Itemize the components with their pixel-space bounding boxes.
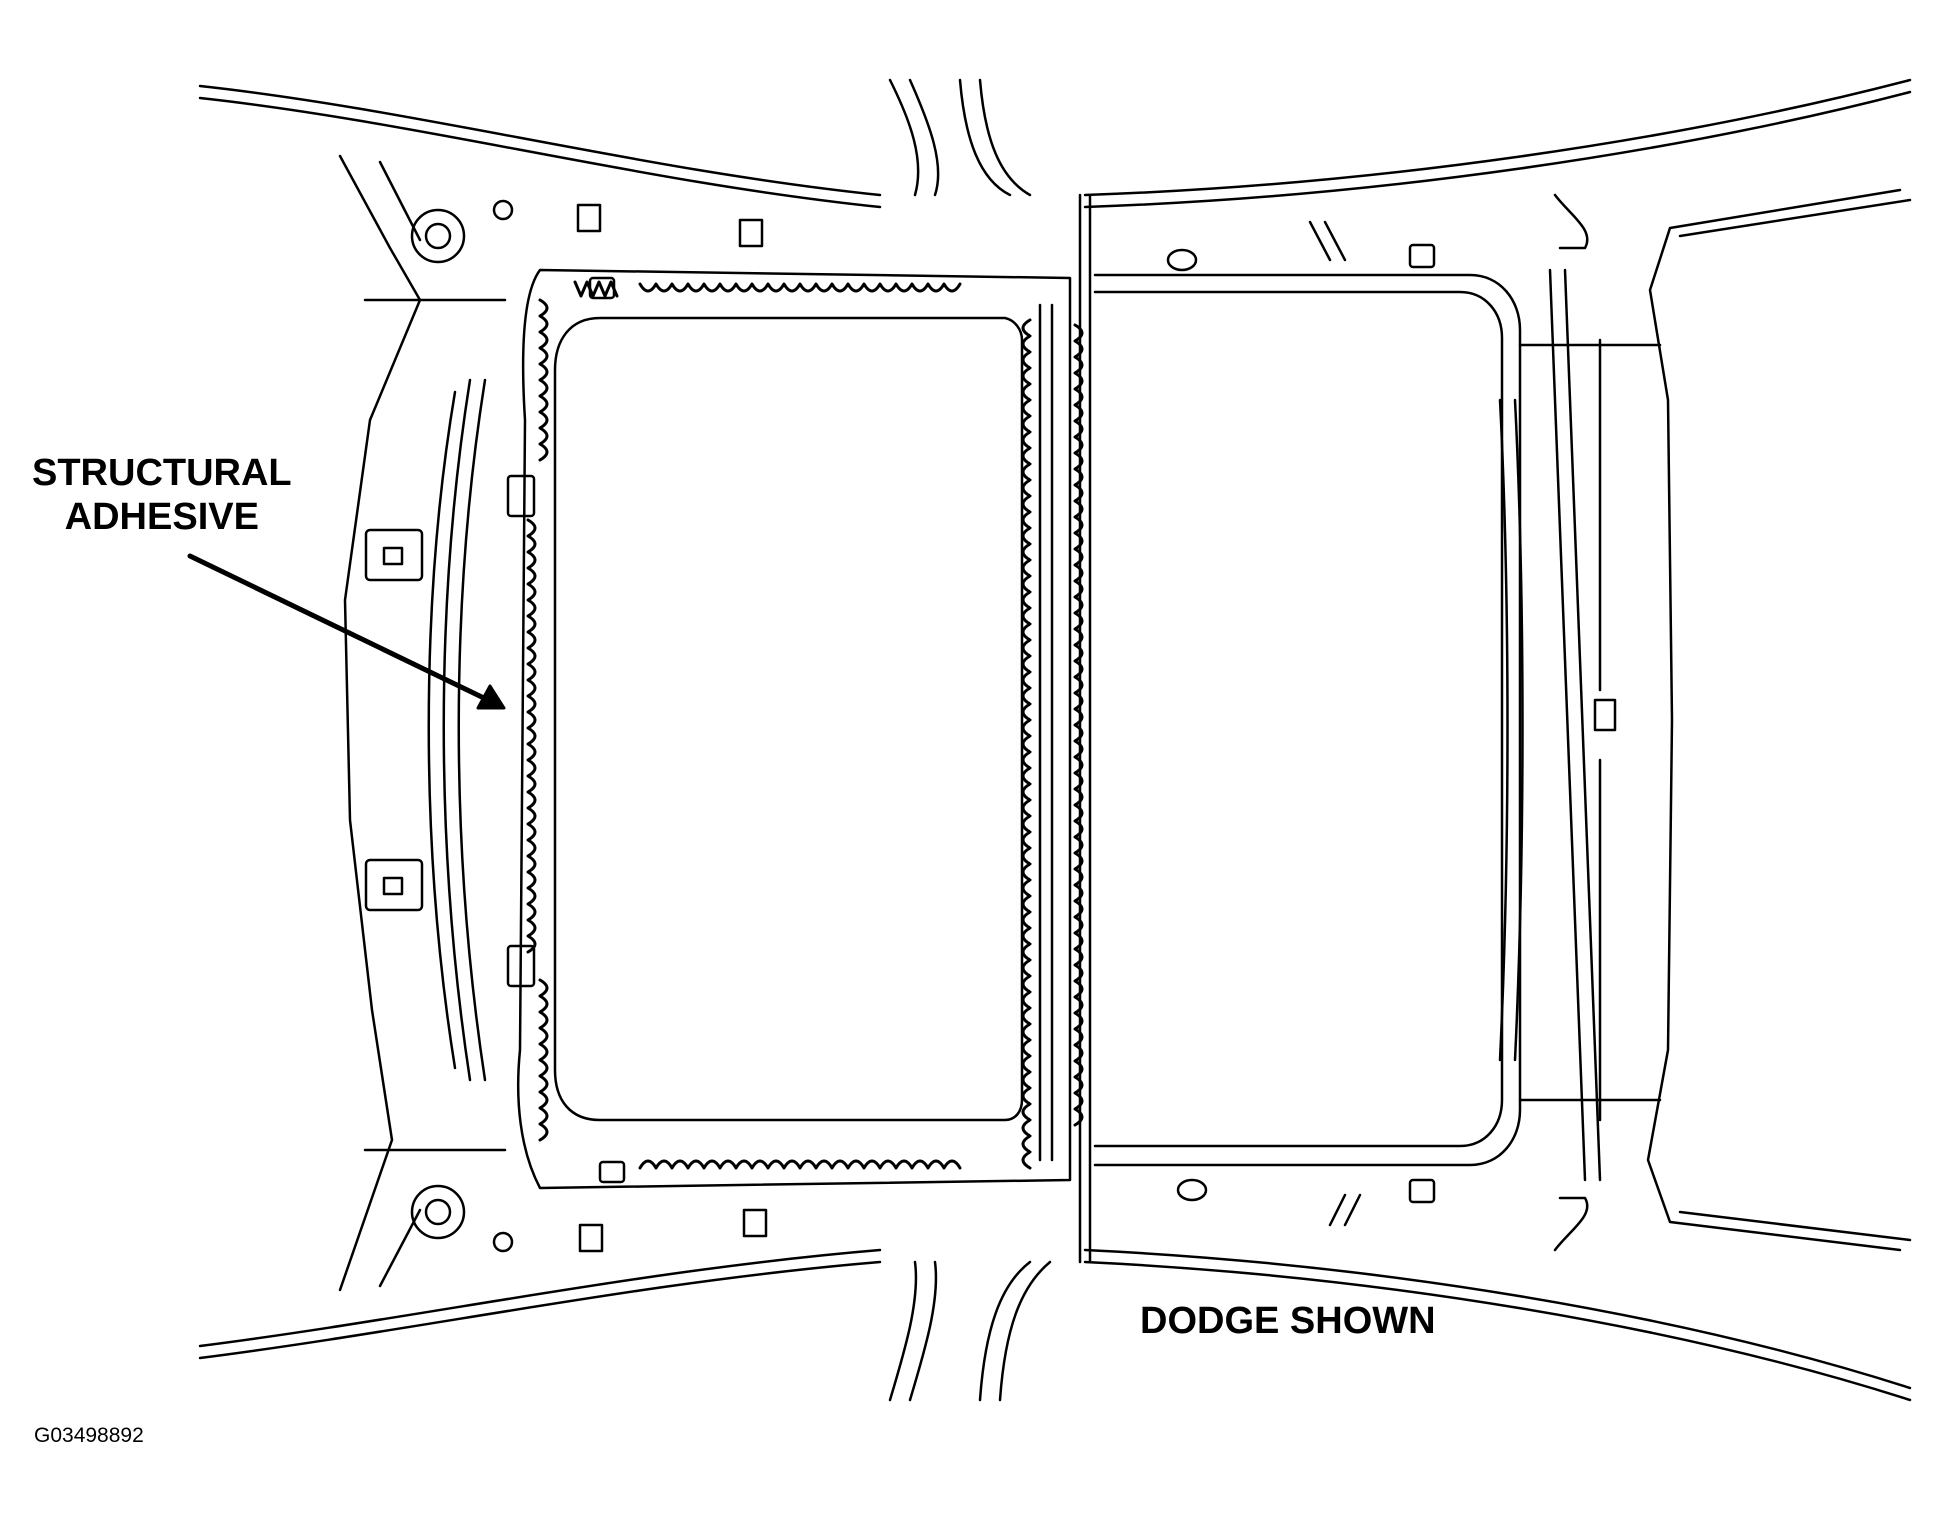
sunroof-opening [516, 268, 1072, 1190]
adhesive-bead [506, 276, 1084, 1184]
rail-brackets [576, 203, 768, 1253]
front-roof-panel [1093, 193, 1662, 1252]
rear-roof-bow [363, 199, 514, 1253]
callout-arrow [187, 553, 506, 710]
figure-id: G03498892 [34, 1424, 144, 1447]
pillars [888, 78, 1092, 1402]
model-note: DODGE SHOWN [1140, 1300, 1436, 1342]
callout-line-2: ADHESIVE [64, 495, 259, 538]
body-outline [198, 78, 1912, 1402]
callout-line-1: STRUCTURAL [32, 452, 292, 494]
structural-adhesive-callout: STRUCTURAL ADHESIVE [32, 452, 292, 539]
